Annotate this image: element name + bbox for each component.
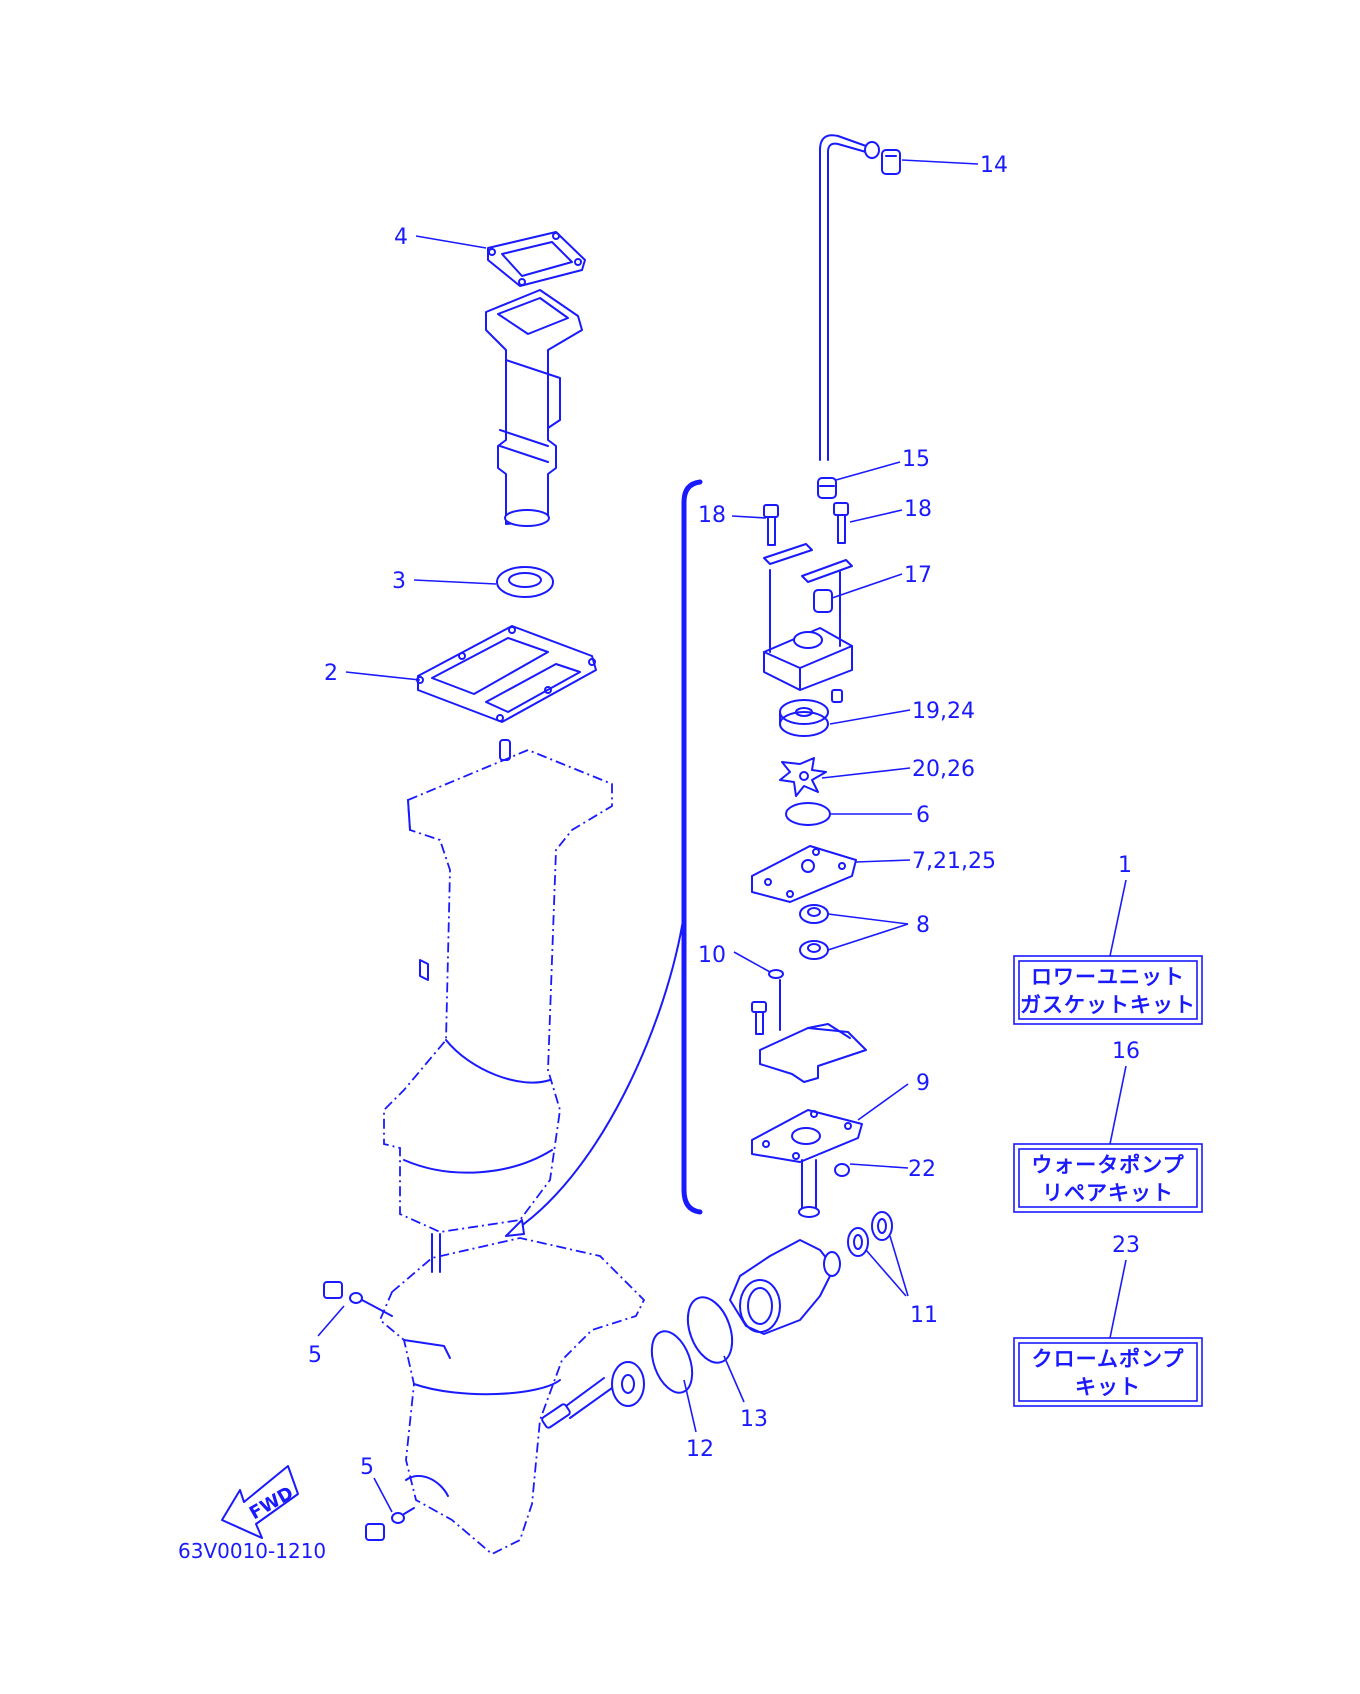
kit-1-leader (1109, 879, 1127, 957)
callout-leaders (317, 159, 979, 1513)
callout-13: 13 (740, 1407, 768, 1432)
kit-box-23: クロームポンプ キット (1013, 1337, 1203, 1407)
insert-17 (813, 589, 833, 613)
oil-seal-8-upper (799, 904, 829, 924)
callout-15: 15 (902, 447, 930, 472)
water-tube (819, 134, 880, 461)
oil-seal-8-lower (799, 940, 829, 960)
callout-7-21-25: 7,21,25 (912, 849, 996, 874)
kit-box-16: ウォータポンプ リペアキット (1013, 1143, 1203, 1213)
callout-14: 14 (980, 153, 1008, 178)
upper-casing (383, 749, 613, 1233)
plate-7-21-25 (751, 845, 857, 903)
cartridge-19-24 (779, 699, 829, 737)
kit-1-number: 1 (1118, 853, 1132, 878)
callout-18-left: 18 (698, 503, 726, 528)
o-ring-12 (650, 1330, 694, 1394)
lower-casing (378, 1237, 646, 1556)
drain-plug-5-upper (323, 1281, 393, 1317)
kit-23-line1: クロームポンプ (1032, 1347, 1185, 1371)
callout-18-right: 18 (904, 497, 932, 522)
oil-seal-11-right (871, 1211, 893, 1241)
callout-2: 2 (324, 661, 338, 686)
kit-23-line2: キット (1075, 1375, 1141, 1399)
kit-16-line2: リペアキット (1042, 1181, 1174, 1205)
callout-5-lower: 5 (360, 1455, 374, 1480)
oil-seal-11-left (847, 1227, 869, 1257)
callout-3: 3 (392, 569, 406, 594)
drawing-code: 63V0010-1210 (178, 1539, 326, 1563)
callout-4: 4 (394, 225, 408, 250)
fwd-arrow: FWD (221, 1465, 299, 1539)
kit-1-line1: ロワーユニット (1031, 965, 1185, 989)
kit-16-number: 16 (1112, 1039, 1140, 1064)
gasket-2 (416, 625, 597, 723)
callout-8: 8 (916, 913, 930, 938)
pump-housing (763, 569, 853, 703)
exhaust-guide (485, 289, 583, 527)
callout-10: 10 (698, 943, 726, 968)
callout-12: 12 (686, 1437, 714, 1462)
bolt-plates (763, 543, 853, 583)
gasket-9 (751, 1109, 863, 1163)
o-ring-13 (686, 1296, 734, 1364)
callout-11: 11 (910, 1303, 938, 1328)
callout-6: 6 (916, 803, 930, 828)
o-ring-6 (785, 802, 831, 826)
grommet-14 (881, 149, 901, 175)
impeller-20-26 (779, 757, 827, 797)
drive-shaft (431, 1233, 441, 1273)
kit-16-line1: ウォータポンプ (1031, 1153, 1184, 1177)
thrust-washer (541, 1361, 645, 1429)
callout-17: 17 (904, 563, 932, 588)
o-ring-10 (768, 969, 784, 979)
callout-9: 9 (916, 1071, 930, 1096)
gasket-4 (487, 231, 586, 287)
outer-plate-housing (751, 979, 867, 1083)
drain-plug-5-lower (365, 1507, 415, 1541)
grommet-15 (817, 477, 837, 499)
pump-drive-shaft (798, 1159, 820, 1218)
callout-5-upper: 5 (308, 1343, 322, 1368)
seal-3 (496, 566, 554, 598)
bolt-18-left (763, 504, 779, 546)
propeller-shaft-housing (729, 1239, 841, 1335)
callout-20-26: 20,26 (912, 757, 975, 782)
callout-19-24: 19,24 (912, 699, 975, 724)
callout-22: 22 (908, 1157, 936, 1182)
kit-23-leader (1109, 1259, 1127, 1339)
kit-box-1: ロワーユニット ガスケットキット (1013, 955, 1203, 1025)
pump-kit-bracket (681, 479, 703, 1215)
bolt-18-right (833, 502, 849, 544)
dowel-pin (499, 739, 511, 761)
kit-23-number: 23 (1112, 1233, 1140, 1258)
assembly-arrow (505, 913, 685, 1237)
kit-1-line2: ガスケットキット (1020, 993, 1196, 1017)
key-22 (834, 1163, 850, 1177)
kit-16-leader (1109, 1065, 1127, 1145)
